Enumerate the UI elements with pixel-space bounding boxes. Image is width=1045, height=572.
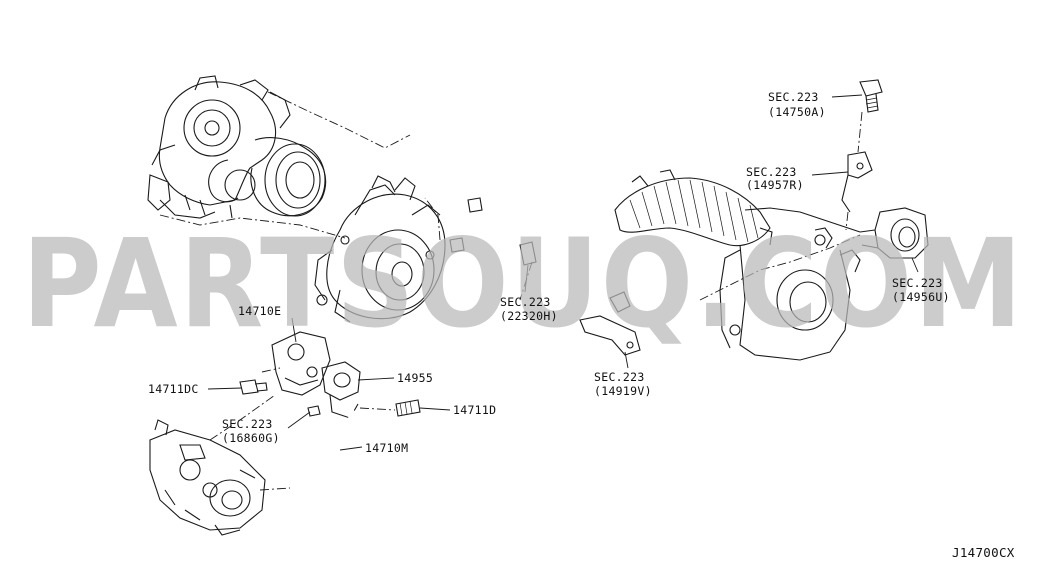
callout-line1: SEC.223 xyxy=(594,370,645,384)
callout-line1: SEC.223 xyxy=(892,276,943,290)
callout-sec223-14750a[interactable]: SEC.223 (14750A) xyxy=(768,90,826,119)
callout-line2: (14956U) xyxy=(892,290,950,304)
bracket-14710e-drawing xyxy=(271,331,331,396)
turbocharger-drawing xyxy=(147,75,327,219)
part-label-14711dc[interactable]: 14711DC xyxy=(148,382,199,396)
long-water-hose xyxy=(450,245,720,327)
callout-line1: SEC.223 xyxy=(500,295,551,309)
air-intake-duct-drawing xyxy=(614,169,861,361)
part-label-14711d[interactable]: 14711D xyxy=(453,403,496,417)
leader-lines xyxy=(207,94,919,451)
callout-sec223-22320h[interactable]: SEC.223 (22320H) xyxy=(500,295,558,323)
hose-clamps xyxy=(449,197,631,313)
part-label-14710m[interactable]: 14710M xyxy=(365,441,408,455)
bracket-14919v-drawing xyxy=(579,315,641,356)
egr-valve-drawing xyxy=(841,151,929,259)
callout-sec223-16860g[interactable]: SEC.223 (16860G) xyxy=(222,417,280,445)
callout-line2: (14919V) xyxy=(594,384,652,398)
callout-sec223-14956u[interactable]: SEC.223 (14956U) xyxy=(892,276,950,304)
callout-line1: SEC.223 xyxy=(746,165,797,179)
callout-sec223-14957r[interactable]: SEC.223 (14957R) xyxy=(746,165,804,192)
callout-line2: (16860G) xyxy=(222,431,280,445)
part-label-14955[interactable]: 14955 xyxy=(397,371,433,385)
assembly-lines xyxy=(159,91,863,491)
callout-line1: SEC.223 xyxy=(222,417,273,431)
bolt-14711dc-drawing xyxy=(239,379,268,395)
callout-line2: (22320H) xyxy=(500,309,558,323)
bolt-16860g-drawing xyxy=(307,405,321,417)
upper-water-hose xyxy=(355,122,502,367)
callout-line2: (14750A) xyxy=(768,105,826,119)
diagram-code: J14700CX xyxy=(952,545,1015,560)
callout-sec223-14919v[interactable]: SEC.223 (14919V) xyxy=(594,370,652,398)
part-label-14710e[interactable]: 14710E xyxy=(238,304,281,318)
hose-14710m xyxy=(285,400,363,493)
bolt-14711d-drawing xyxy=(395,399,421,417)
lower-assembly-drawing xyxy=(149,419,266,536)
water-pump-drawing xyxy=(314,175,446,323)
connector-14955-drawing xyxy=(321,361,361,419)
bolt-14750a-drawing xyxy=(859,79,883,113)
callout-line2: (14957R) xyxy=(746,178,804,192)
watermark-text: PARTSOUQ.COM xyxy=(22,213,1024,355)
callout-line1: SEC.223 xyxy=(768,90,819,104)
